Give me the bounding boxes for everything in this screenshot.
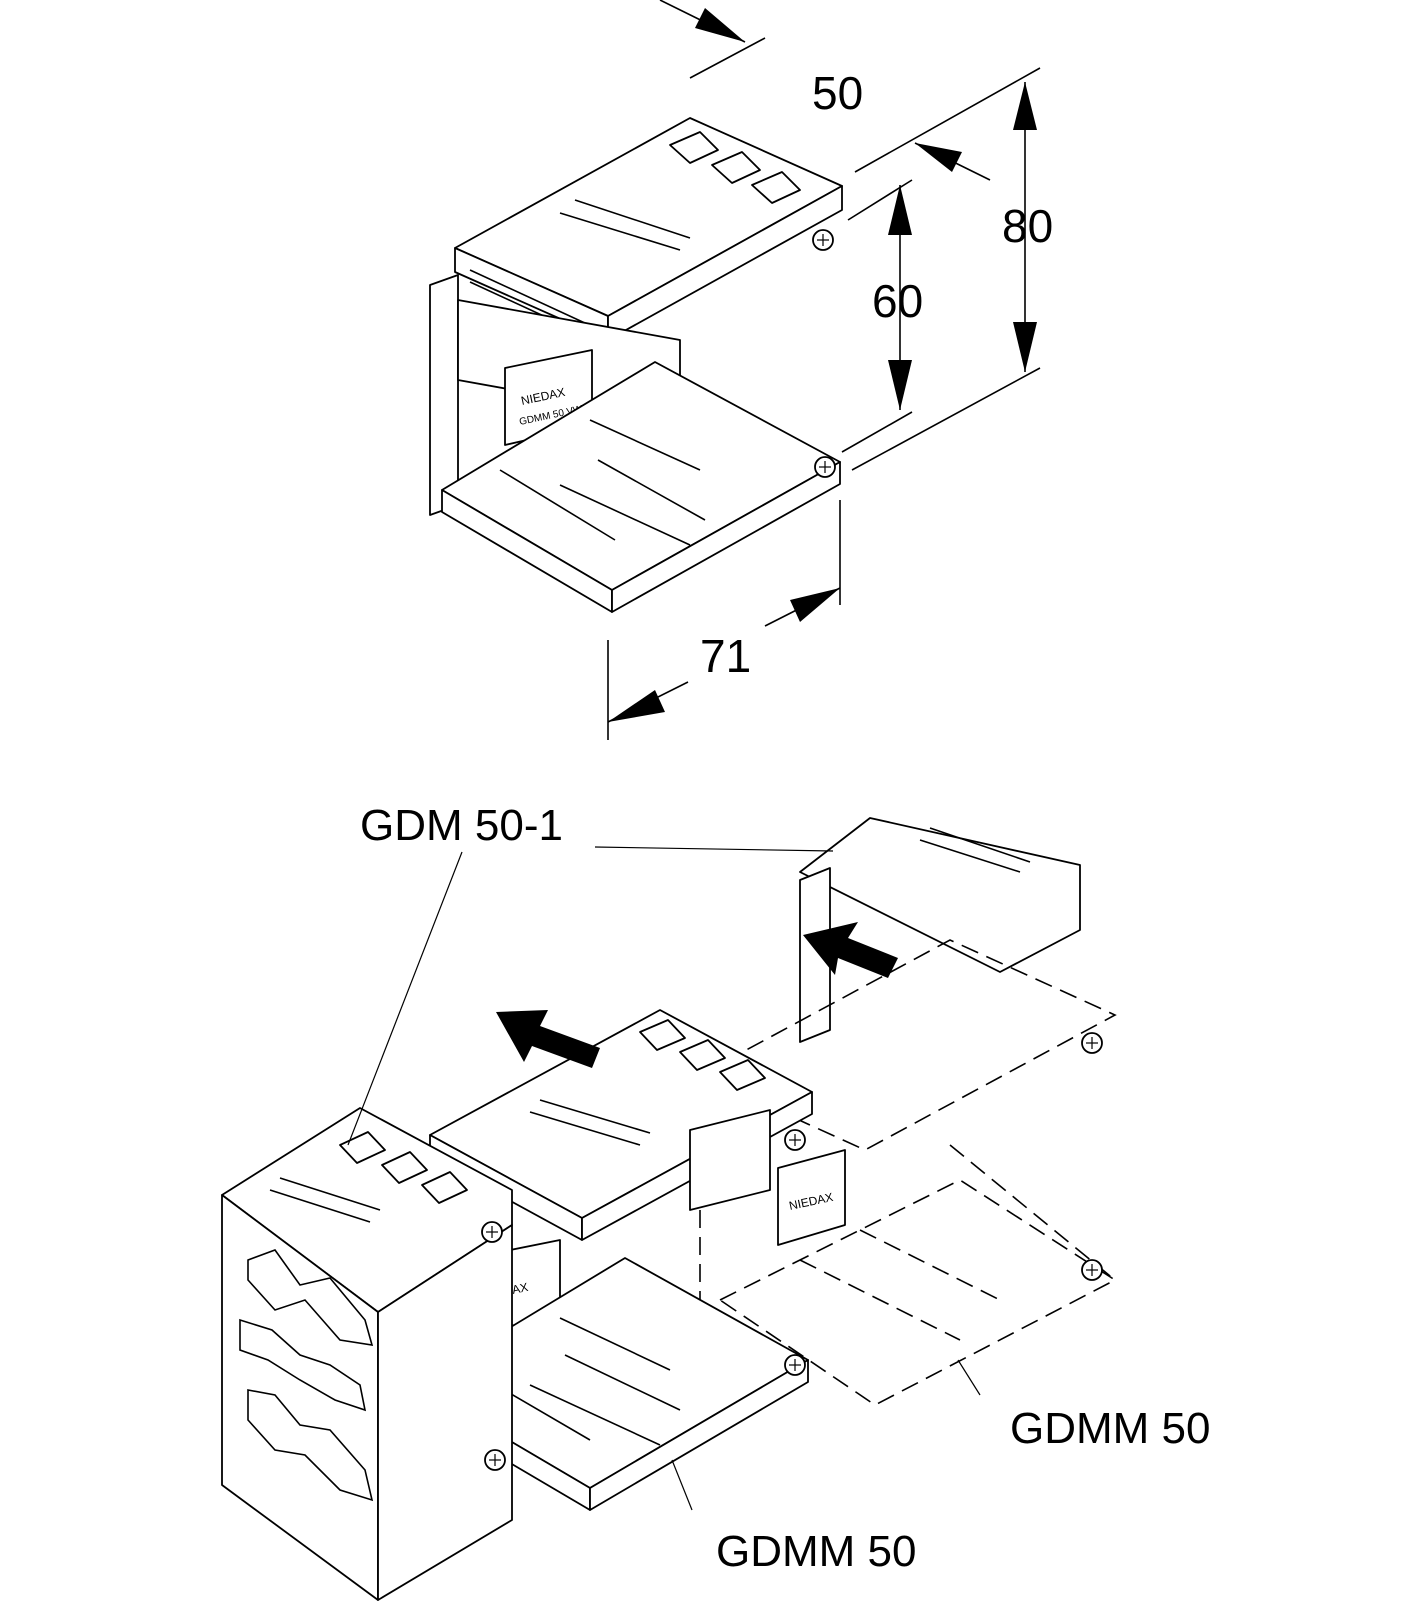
dimension-outer-height-label: 80 [1002, 200, 1053, 252]
insertion-arrow-icon [496, 1010, 600, 1068]
leader-lines [347, 846, 981, 1511]
dimension-lines [607, 0, 1041, 740]
label-gdmm-50-front: GDMM 50 [716, 1527, 916, 1576]
label-gdmm-50-back: GDMM 50 [1010, 1404, 1210, 1453]
label-gdm-50-1: GDM 50-1 [360, 801, 563, 850]
product-label-plate [777, 1149, 846, 1246]
dimension-width-label: 50 [812, 67, 863, 119]
insertion-arrow-icon [803, 922, 898, 978]
dimension-inner-height-label: 60 [872, 275, 923, 327]
dimension-depth-label: 71 [700, 630, 751, 682]
single-module-isometric: NIEDAX GDMM 50 VW [429, 117, 843, 613]
assembly-isometric: NIEDAX NIEDAX [221, 817, 1117, 1601]
